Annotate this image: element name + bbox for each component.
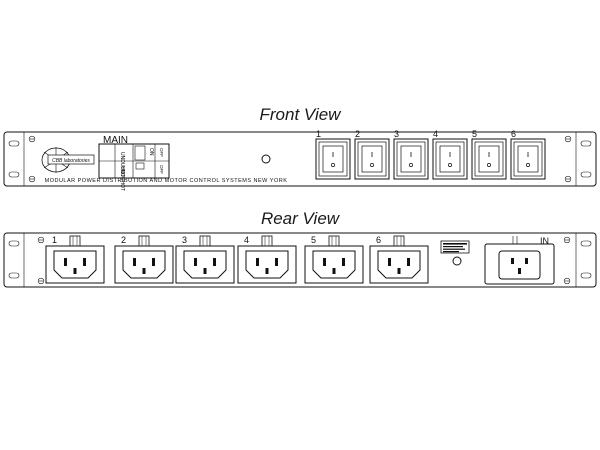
main-label: MAIN bbox=[103, 135, 128, 146]
logo-icon: CBB laboratories bbox=[41, 147, 95, 173]
rack-slot bbox=[580, 272, 592, 279]
logo-text: CBB laboratories bbox=[52, 158, 90, 164]
switch-number-label: 4 bbox=[433, 129, 438, 139]
breaker-label-bottom: UNDUHOT bbox=[119, 166, 125, 191]
switch-number-label: 1 bbox=[316, 129, 321, 139]
rocker-switch-5[interactable]: 5 bbox=[471, 129, 507, 180]
rear-panel: IN bbox=[3, 232, 597, 288]
screw-icon bbox=[28, 135, 36, 143]
rack-slot bbox=[580, 171, 592, 178]
rocker-switch-2[interactable]: 2 bbox=[354, 129, 390, 180]
front-view-title: Front View bbox=[260, 105, 343, 124]
rack-slot bbox=[8, 140, 20, 147]
screw-icon bbox=[28, 175, 36, 183]
screw-icon bbox=[564, 175, 572, 183]
breaker-label-top: UNDUHOT bbox=[119, 152, 125, 177]
power-outlet-4[interactable]: 4 bbox=[237, 235, 297, 284]
outlet-group: 1 2 3 4 5 6 bbox=[45, 235, 429, 284]
inlet-label: IN bbox=[540, 236, 549, 246]
switch-number-label: 6 bbox=[511, 129, 516, 139]
rack-slot bbox=[8, 272, 20, 279]
switch-number-label: 3 bbox=[394, 129, 399, 139]
power-outlet-2[interactable]: 2 bbox=[114, 235, 174, 284]
rocker-switch-1[interactable]: 1 bbox=[315, 129, 351, 180]
outlet-number-label: 2 bbox=[121, 235, 126, 245]
switch-number-label: 2 bbox=[355, 129, 360, 139]
screw-icon bbox=[563, 236, 571, 244]
rack-slot bbox=[8, 240, 20, 247]
power-inlet[interactable]: IN bbox=[484, 236, 555, 285]
screw-icon bbox=[37, 277, 45, 285]
rocker-switch-6[interactable]: 6 bbox=[510, 129, 546, 180]
front-panel: CBB laboratories MAIN UNDUHOT UNDUHOT ON… bbox=[3, 131, 597, 191]
rack-slot bbox=[580, 240, 592, 247]
rear-view-title: Rear View bbox=[261, 209, 341, 228]
switch-number-label: 5 bbox=[472, 129, 477, 139]
rack-slot bbox=[580, 140, 592, 147]
breaker-off-label-b: OFF bbox=[159, 165, 164, 174]
spec-label-sticker bbox=[440, 240, 470, 254]
main-breaker[interactable]: UNDUHOT UNDUHOT ON OFF OFF bbox=[98, 143, 170, 191]
indicator-led bbox=[261, 154, 271, 164]
screw-icon bbox=[563, 277, 571, 285]
outlet-number-label: 5 bbox=[311, 235, 316, 245]
rear-indicator-led bbox=[452, 256, 462, 266]
rack-slot bbox=[8, 171, 20, 178]
power-outlet-5[interactable]: 5 bbox=[304, 235, 364, 284]
outlet-switch-group: 1 2 3 4 5 6 bbox=[315, 129, 546, 180]
screw-icon bbox=[564, 135, 572, 143]
outlet-number-label: 6 bbox=[376, 235, 381, 245]
power-outlet-1[interactable]: 1 bbox=[45, 235, 105, 284]
screw-icon bbox=[37, 236, 45, 244]
outlet-number-label: 4 bbox=[244, 235, 249, 245]
breaker-off-label-a: OFF bbox=[159, 148, 164, 157]
outlet-number-label: 3 bbox=[182, 235, 187, 245]
breaker-on-label: ON bbox=[148, 148, 154, 156]
power-outlet-6[interactable]: 6 bbox=[369, 235, 429, 284]
front-tagline: MODULAR POWER DISTRIBUTION AND MOTOR CON… bbox=[45, 178, 288, 184]
rocker-switch-3[interactable]: 3 bbox=[393, 129, 429, 180]
rocker-switch-4[interactable]: 4 bbox=[432, 129, 468, 180]
power-outlet-3[interactable]: 3 bbox=[175, 235, 235, 284]
outlet-number-label: 1 bbox=[52, 235, 57, 245]
